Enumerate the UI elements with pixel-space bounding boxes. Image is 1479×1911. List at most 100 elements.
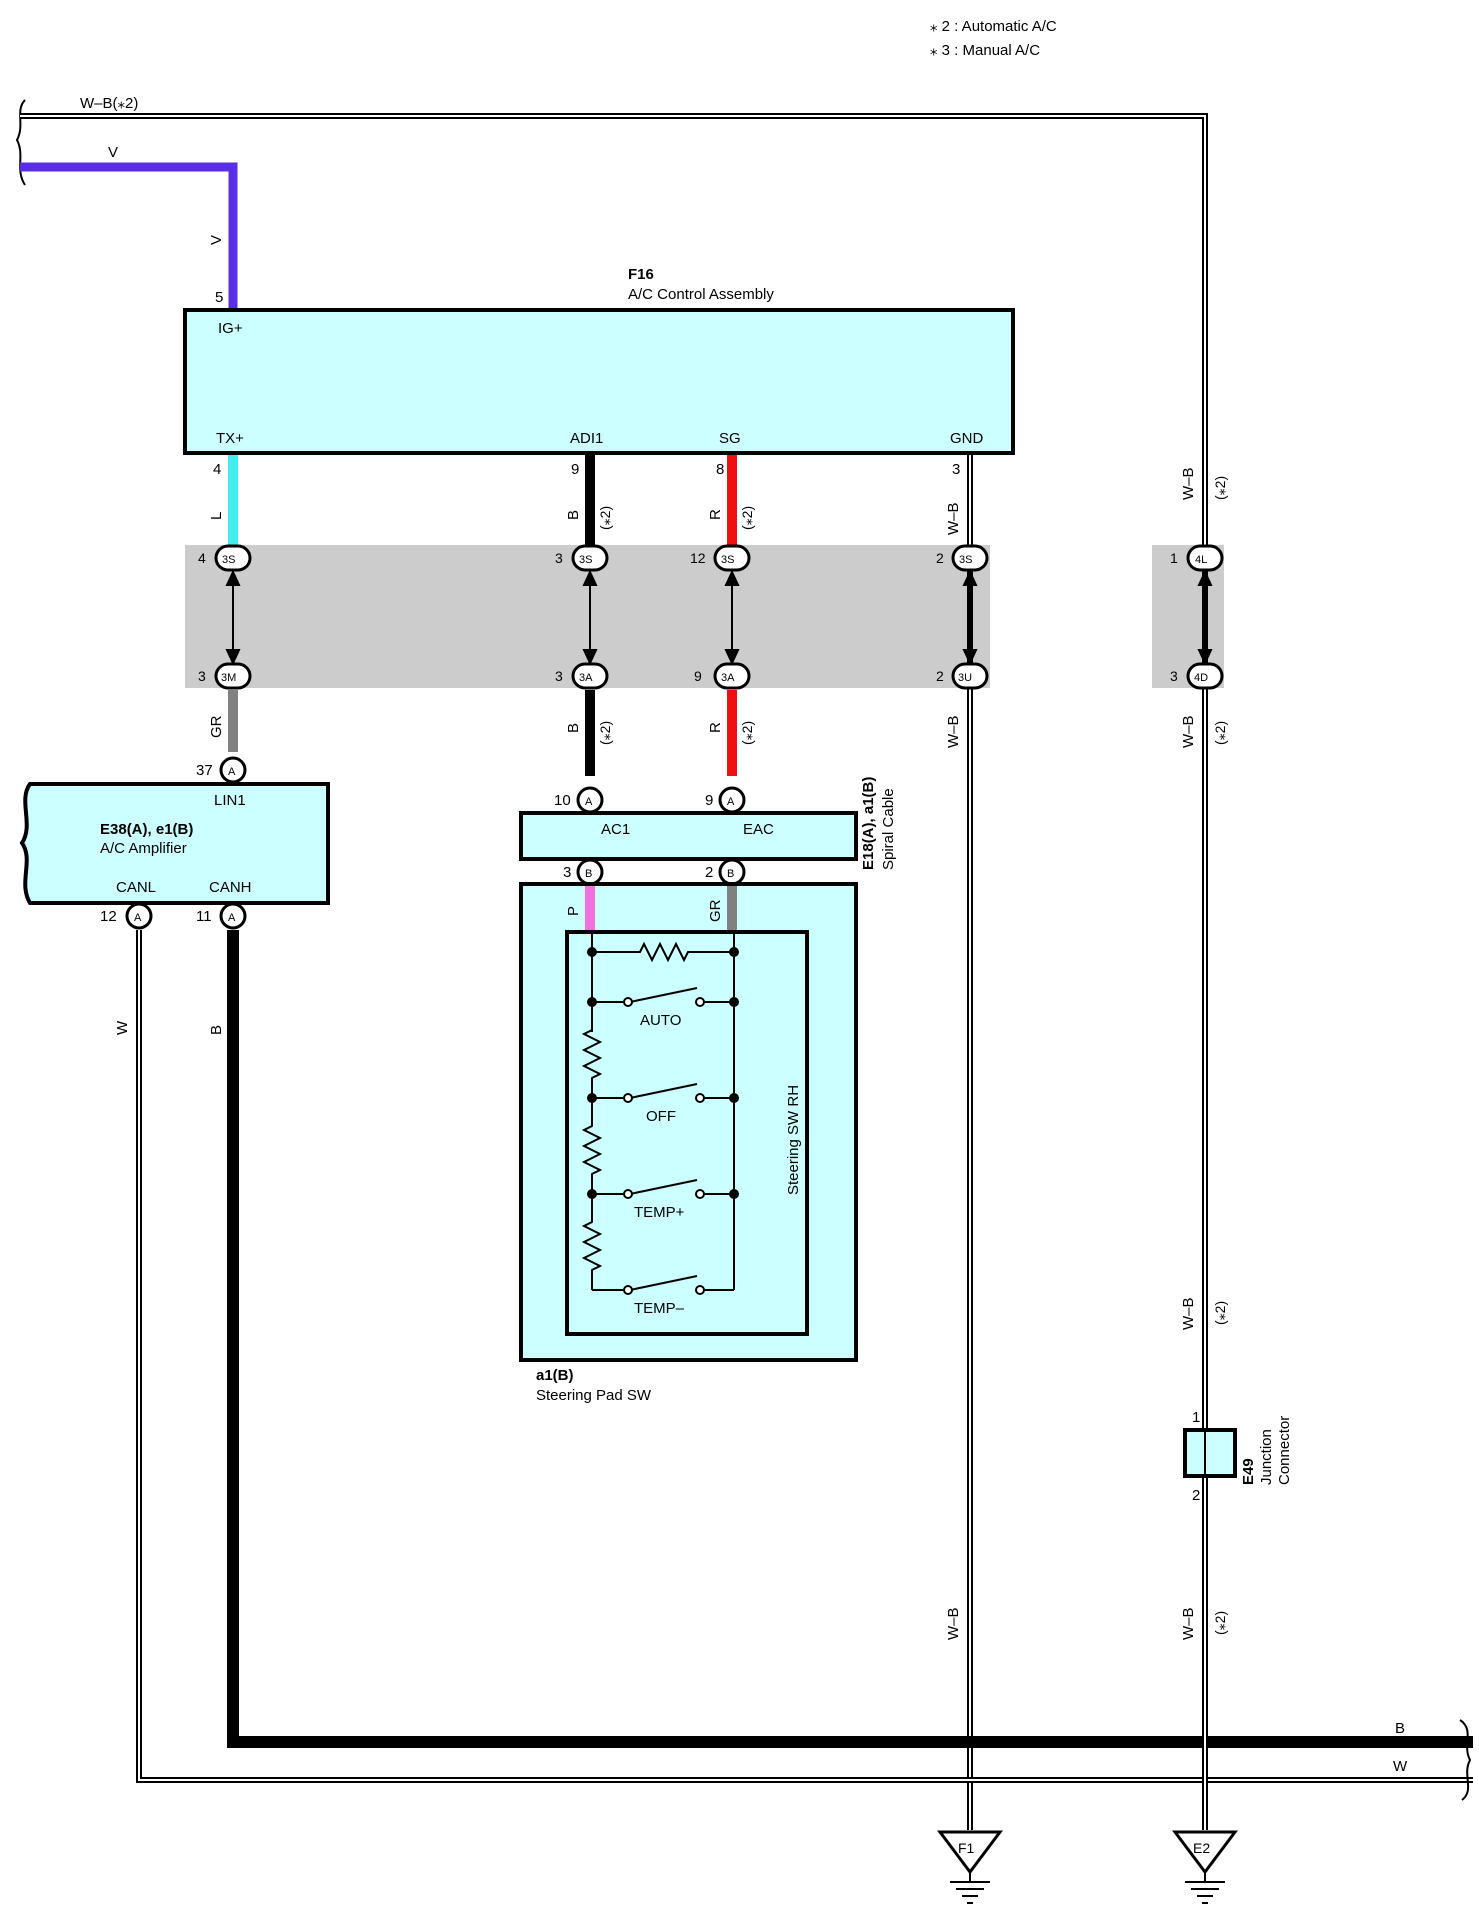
wire-label-wb-top: W–B(⁎2) [80, 95, 138, 112]
junction-name-1: Junction [1258, 1429, 1275, 1485]
ground-f1-label: F1 [958, 1840, 975, 1856]
wire-label-wb-right-low: W–B [1180, 715, 1197, 748]
wire-label-star2-adi-low: (⁎2) [597, 721, 613, 745]
steering-inner-label: Steering SW RH [785, 1085, 802, 1195]
wire-label-l: L [208, 512, 225, 520]
amp-pin-canh-marker [219, 902, 247, 930]
steering-name: Steering Pad SW [536, 1387, 652, 1404]
wire-label-wb-gnd: W–B [945, 502, 962, 535]
connector-code: 3S [721, 554, 734, 566]
junction-id: E49 [1240, 1458, 1257, 1485]
f16-ac-control-assembly [183, 308, 1015, 455]
junction-connector-e49 [1183, 1428, 1237, 1478]
spiral-pin-ac1-number: 10 [554, 792, 571, 809]
wire-label-wb-gnd-bottom: W–B [945, 1607, 962, 1640]
ground-e2 [1172, 1830, 1238, 1875]
wire-label-wb-jc-bottom: W–B [1180, 1607, 1197, 1640]
wire-label-star2-jc-bottom: (⁎2) [1212, 1611, 1228, 1635]
spiral-pin-letter: B [585, 868, 592, 880]
amp-pin-lin-marker [219, 756, 247, 784]
spiral-pin-eac-number: 9 [705, 792, 713, 809]
wire-label-star2-right: (⁎2) [1212, 476, 1228, 500]
spiral-pin-ac1-low-number: 3 [563, 864, 571, 881]
connector-pin: 3 [1170, 668, 1178, 684]
connector-code: 3M [221, 672, 236, 684]
ground-f1 [937, 1830, 1003, 1875]
amp-pin-letter: A [228, 766, 236, 778]
spiral-cable [519, 811, 858, 861]
spiral-id: E18(A), a1(B) [860, 777, 877, 870]
wire-label-star2-sg: (⁎2) [739, 506, 755, 530]
connector-pin: 9 [694, 668, 702, 684]
f16-name: A/C Control Assembly [628, 286, 774, 303]
connector-pin: 2 [936, 668, 944, 684]
note-automatic-ac: ⁎ 2 : Automatic A/C [930, 18, 1057, 35]
connector-4d [1186, 662, 1224, 690]
junction-pin-top: 1 [1192, 1409, 1200, 1426]
amp-pin-lin-number: 37 [196, 762, 213, 779]
spiral-pin-eac-marker [718, 786, 746, 814]
amp-pin-letter: A [228, 912, 236, 924]
f16-pin-adi: ADI1 [570, 430, 603, 447]
connector-3m [214, 662, 252, 690]
wire-w-canl-inner [138, 930, 1473, 1781]
amp-pin-canh: CANH [209, 879, 252, 896]
f16-pin-gnd: GND [950, 430, 984, 447]
connector-3s-sg [713, 544, 751, 572]
connector-code: 3A [579, 672, 593, 684]
amp-pin-canl-number: 12 [100, 908, 117, 925]
ground-e2-label: E2 [1193, 1840, 1210, 1856]
connector-3a-sg [713, 662, 751, 690]
connector-3s-gnd [951, 544, 989, 572]
connector-code: 3S [222, 554, 235, 566]
wire-label-r-sg-low: R [707, 722, 724, 733]
wire-label-r-sg: R [707, 509, 724, 520]
connector-arrows [225, 569, 1213, 666]
connector-code: 4L [1195, 554, 1207, 566]
ground-f1-symbol [950, 1872, 990, 1904]
amp-name: A/C Amplifier [100, 840, 187, 857]
connector-code: 3S [579, 554, 592, 566]
f16-pin-adi-number: 9 [571, 461, 579, 478]
spiral-pin-ac1: AC1 [601, 821, 630, 838]
junction-name-2: Connector [1276, 1416, 1293, 1485]
spiral-name: Spiral Cable [880, 788, 897, 870]
connector-code: 4D [1194, 672, 1208, 684]
spiral-pin-ac1-marker [576, 786, 604, 814]
connector-code: 3S [959, 554, 972, 566]
wire-label-star2-sg-low: (⁎2) [739, 721, 755, 745]
connector-pin: 2 [936, 550, 944, 566]
junction-pin-bottom: 2 [1192, 1487, 1200, 1504]
wire-label-star2-jc-top: (⁎2) [1212, 1301, 1228, 1325]
wire-label-v-vert: V [208, 235, 225, 245]
amp-pin-canl: CANL [116, 879, 156, 896]
connector-3s-adi [571, 544, 609, 572]
wire-break-right [1459, 1719, 1472, 1801]
ground-e2-symbol [1185, 1872, 1225, 1904]
f16-pin-gnd-number: 3 [952, 461, 960, 478]
f16-pin-tx-number: 4 [213, 461, 221, 478]
wire-b-canh [227, 930, 1473, 1748]
connector-code: 3U [958, 672, 972, 684]
connector-3s-tx [214, 544, 252, 572]
switch-auto: AUTO [640, 1012, 681, 1029]
wire-label-gr-eac: GR [707, 899, 724, 922]
f16-id: F16 [628, 266, 654, 283]
f16-pin-ig: IG+ [218, 320, 243, 337]
switch-temp-minus: TEMP– [634, 1300, 685, 1317]
connectors-top: 3S 3S 3S 3S 4L 4 3 12 2 1 [198, 544, 1224, 572]
f16-pin-tx: TX+ [216, 430, 244, 447]
amp-pin-letter: A [134, 912, 142, 924]
switch-off: OFF [646, 1108, 676, 1125]
wire-label-star2-right-low: (⁎2) [1212, 721, 1228, 745]
wire-label-b-adi: B [565, 510, 582, 520]
wire-label-b-adi-low: B [565, 723, 582, 733]
spiral-pin-eac: EAC [743, 821, 774, 838]
connector-code: 3A [721, 672, 735, 684]
wire-label-gr-amp: GR [208, 715, 225, 738]
f16-pin-ig-number: 5 [215, 289, 223, 306]
wire-label-wb-gnd-low: W–B [945, 715, 962, 748]
connector-pin: 12 [690, 550, 706, 566]
connector-pin: 4 [198, 550, 206, 566]
